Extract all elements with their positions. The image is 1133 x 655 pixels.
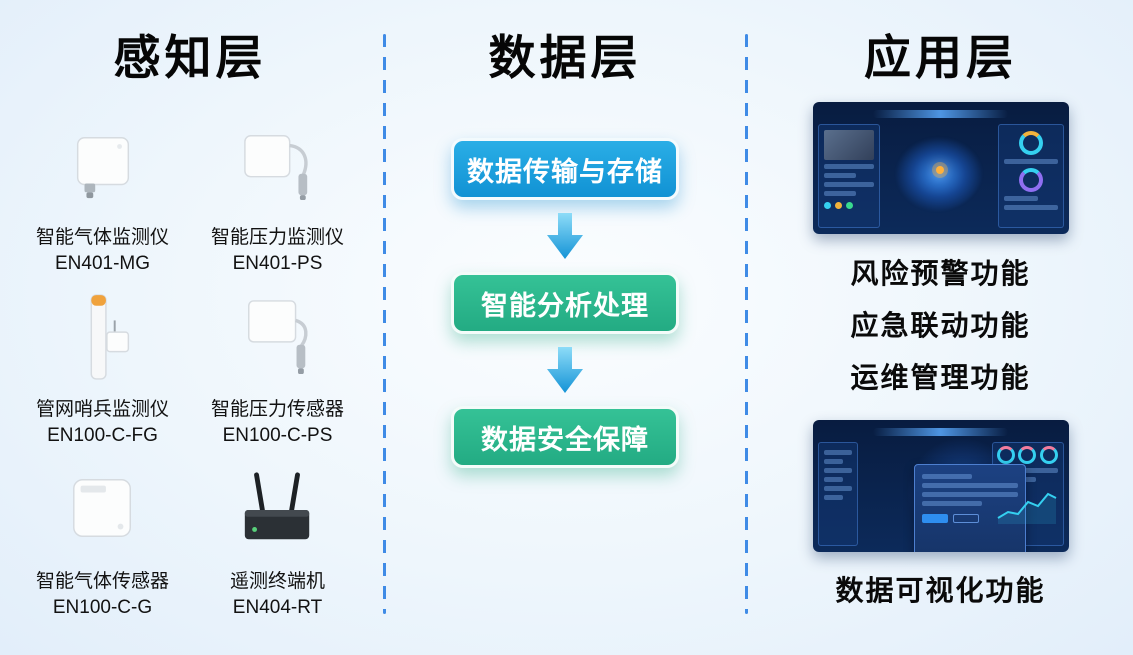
dashboard-right-panel xyxy=(997,124,1064,229)
alert-point-icon xyxy=(936,165,945,174)
pressure-sensor-icon xyxy=(239,276,317,397)
dialog-confirm-button xyxy=(921,514,948,524)
device-pressure-sensor: 智能压力传感器 EN100-C-PS xyxy=(190,276,365,448)
device-model: EN401-MG xyxy=(54,252,151,274)
skeleton-line xyxy=(823,468,852,474)
gauge-donut xyxy=(1018,131,1043,156)
skeleton-line xyxy=(823,164,874,170)
dashboard-sidebar xyxy=(817,442,858,547)
device-model: EN100-C-PS xyxy=(222,424,333,446)
form-field-bar xyxy=(921,501,982,507)
map-region-shape xyxy=(894,136,983,212)
device-telemetry-terminal: 遥测终端机 EN404-RT xyxy=(190,448,365,620)
status-dot xyxy=(823,202,831,210)
device-model: EN401-PS xyxy=(232,252,323,274)
dashboard-body xyxy=(817,124,1064,229)
skeleton-line xyxy=(823,477,843,483)
device-model: EN404-RT xyxy=(232,596,323,618)
gauge-donut xyxy=(1039,446,1058,465)
pipeline-sentinel-icon xyxy=(64,276,142,397)
application-layer-title: 应用层 xyxy=(864,31,1017,84)
dashboard-title-bar xyxy=(872,428,1009,437)
skeleton-line xyxy=(1003,205,1058,211)
function-data-visualization: 数据可视化功能 xyxy=(835,575,1046,607)
divider-data-application xyxy=(745,34,748,614)
skeleton-line xyxy=(823,495,843,501)
device-name: 管网哨兵监测仪 xyxy=(35,399,169,421)
device-name: 智能压力监测仪 xyxy=(210,227,344,249)
dialog-buttons xyxy=(921,514,1018,524)
dashboard-map xyxy=(884,124,994,228)
perception-layer-title: 感知层 xyxy=(113,31,267,84)
device-model: EN100-C-FG xyxy=(47,424,158,446)
gauge-donut xyxy=(1018,168,1043,193)
perception-layer-column: 感知层 智能气体监测仪 EN401-MG xyxy=(15,30,365,620)
telemetry-terminal-icon xyxy=(235,448,321,569)
function-risk-warning: 风险预警功能 xyxy=(850,258,1031,290)
skeleton-line xyxy=(823,486,852,492)
skeleton-line xyxy=(1003,196,1039,202)
dashboard-left-panel xyxy=(817,124,880,229)
skeleton-line xyxy=(1003,159,1058,165)
device-gas-monitor: 智能气体监测仪 EN401-MG xyxy=(15,104,190,276)
dialog-title-bar xyxy=(921,474,972,480)
skeleton-line xyxy=(997,468,1058,474)
data-layer-title: 数据层 xyxy=(488,31,642,84)
pressure-monitor-icon xyxy=(239,104,317,225)
dashboard-screenshot-visualization xyxy=(812,420,1069,553)
device-model: EN100-C-G xyxy=(52,596,153,618)
gas-sensor-icon xyxy=(64,448,142,569)
form-field-bar xyxy=(921,492,1018,498)
flow-box-data-transmission: 数据传输与存储 xyxy=(451,138,679,201)
form-dialog xyxy=(913,464,1026,553)
skeleton-line xyxy=(823,182,874,188)
skeleton-line xyxy=(823,450,852,456)
status-dots xyxy=(823,202,874,210)
dashboard-screenshot-monitoring xyxy=(812,102,1069,235)
dashboard-header xyxy=(818,107,1064,121)
form-field-bar xyxy=(921,483,1018,489)
data-layer-column: 数据层 数据传输与存储 智能分析处理 xyxy=(395,30,735,469)
flow-box-security: 数据安全保障 xyxy=(451,406,679,469)
data-flow: 数据传输与存储 智能分析处理 xyxy=(395,138,735,469)
status-dot xyxy=(834,202,842,210)
gas-monitor-icon xyxy=(64,104,142,225)
flow-box-analysis: 智能分析处理 xyxy=(451,272,679,335)
dialog-cancel-button xyxy=(952,514,979,524)
dashboard-title-bar xyxy=(872,110,1009,119)
device-name: 智能压力传感器 xyxy=(210,399,344,421)
function-ops-management: 运维管理功能 xyxy=(850,362,1031,394)
skeleton-line xyxy=(823,459,843,465)
device-pressure-monitor: 智能压力监测仪 EN401-PS xyxy=(190,104,365,276)
function-emergency-linkage: 应急联动功能 xyxy=(850,310,1031,342)
dashboard-center xyxy=(862,442,1026,553)
line-chart xyxy=(996,486,1060,525)
device-pipeline-sentinel: 管网哨兵监测仪 EN100-C-FG xyxy=(15,276,190,448)
device-name: 遥测终端机 xyxy=(229,571,325,593)
function-list: 风险预警功能 应急联动功能 运维管理功能 xyxy=(768,248,1113,404)
status-dot xyxy=(845,202,853,210)
skeleton-line xyxy=(823,173,856,179)
gauge-donut xyxy=(1018,446,1037,465)
dashboard-header xyxy=(818,425,1064,439)
camera-thumbnail xyxy=(823,130,874,161)
divider-perception-data xyxy=(383,34,386,614)
dashboard-body xyxy=(817,442,1064,553)
device-name: 智能气体监测仪 xyxy=(35,227,169,249)
down-arrow-icon xyxy=(547,213,583,260)
down-arrow-icon xyxy=(547,347,583,394)
skeleton-line xyxy=(823,191,856,197)
device-grid: 智能气体监测仪 EN401-MG 智能压力监测仪 EN401-PS xyxy=(15,104,365,620)
application-layer-column: 应用层 xyxy=(768,30,1113,609)
device-name: 智能气体传感器 xyxy=(35,571,169,593)
device-gas-sensor: 智能气体传感器 EN100-C-G xyxy=(15,448,190,620)
